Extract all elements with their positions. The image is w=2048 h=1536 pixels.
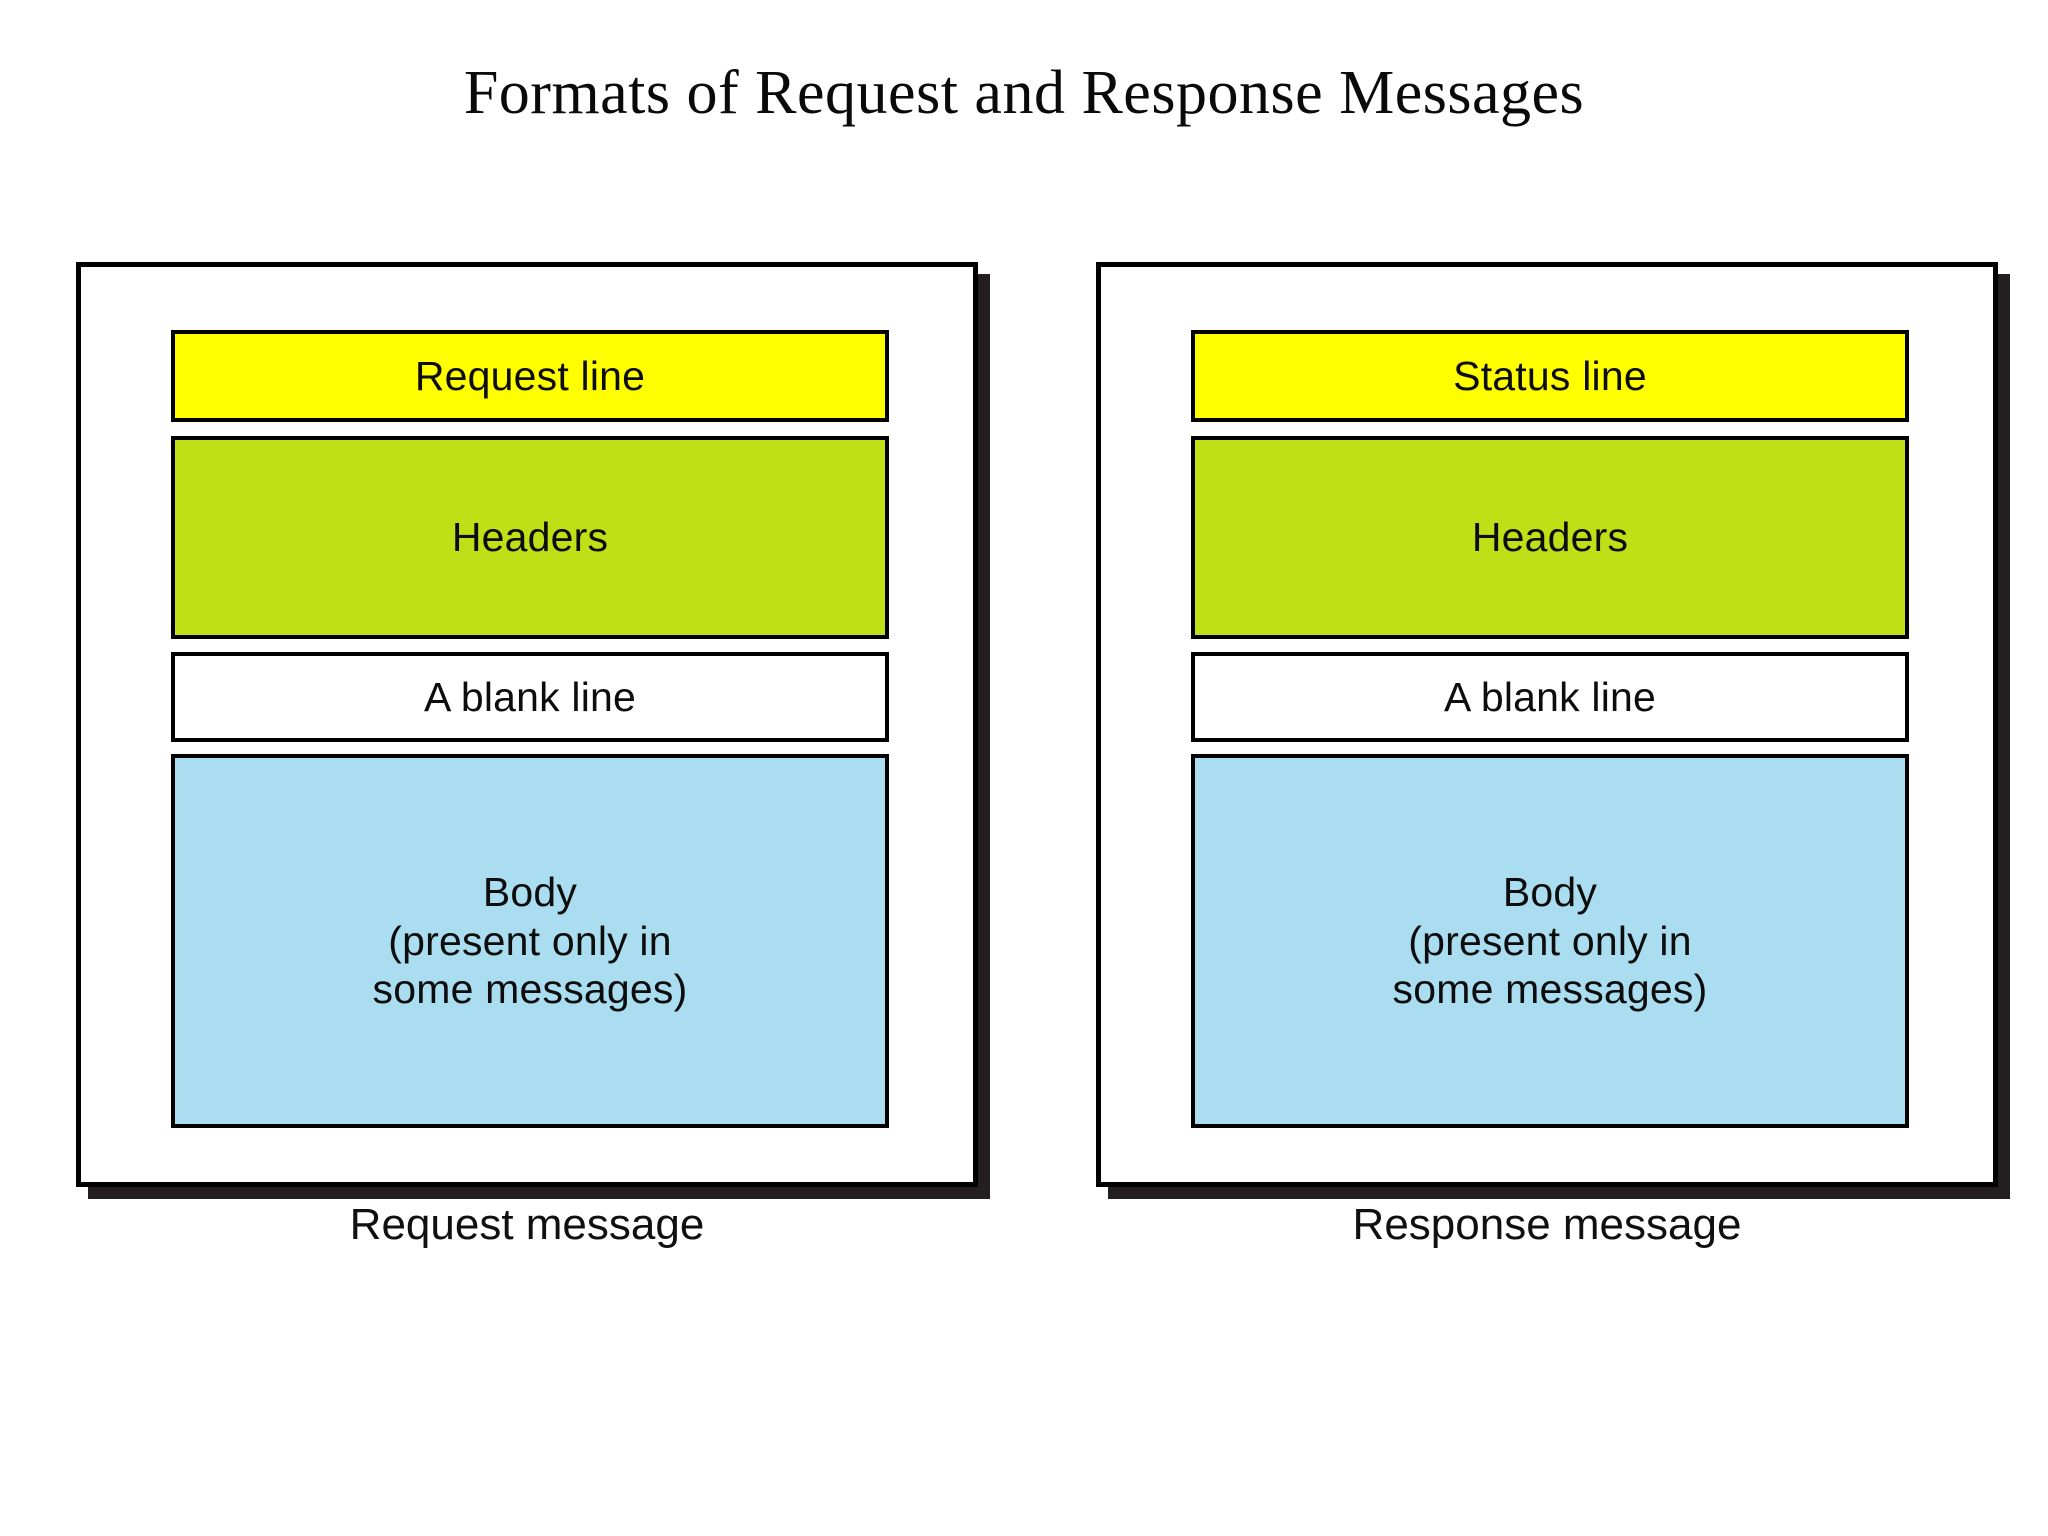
segment-status-line: Status line (1191, 330, 1909, 422)
page-title: Formats of Request and Response Messages (463, 59, 1585, 127)
segment-headers: Headers (171, 436, 889, 639)
segment-label: Body (present only in some messages) (372, 869, 688, 1013)
segment-label: Request line (414, 352, 646, 399)
segment-blank-line: A blank line (171, 652, 889, 742)
request-message-panel: Request line Headers A blank line Body (… (76, 262, 990, 1199)
response-message-caption: Response message (1352, 1200, 1742, 1249)
segment-request-line: Request line (171, 330, 889, 422)
panel-frame: Status line Headers A blank line Body (p… (1096, 262, 1998, 1187)
panel-frame: Request line Headers A blank line Body (… (76, 262, 978, 1187)
segment-label: Status line (1453, 352, 1647, 399)
segment-body: Body (present only in some messages) (171, 754, 889, 1128)
segment-label: Headers (1471, 514, 1629, 561)
response-message-panel: Status line Headers A blank line Body (p… (1096, 262, 2010, 1199)
segment-label: A blank line (1443, 673, 1657, 720)
request-message-caption: Request message (349, 1200, 705, 1249)
segment-label: Body (present only in some messages) (1392, 869, 1708, 1013)
segment-label: A blank line (423, 673, 637, 720)
segment-headers: Headers (1191, 436, 1909, 639)
panel-segments: Request line Headers A blank line Body (… (171, 330, 889, 1128)
segment-body: Body (present only in some messages) (1191, 754, 1909, 1128)
panel-segments: Status line Headers A blank line Body (p… (1191, 330, 1909, 1128)
segment-blank-line: A blank line (1191, 652, 1909, 742)
segment-label: Headers (451, 514, 609, 561)
